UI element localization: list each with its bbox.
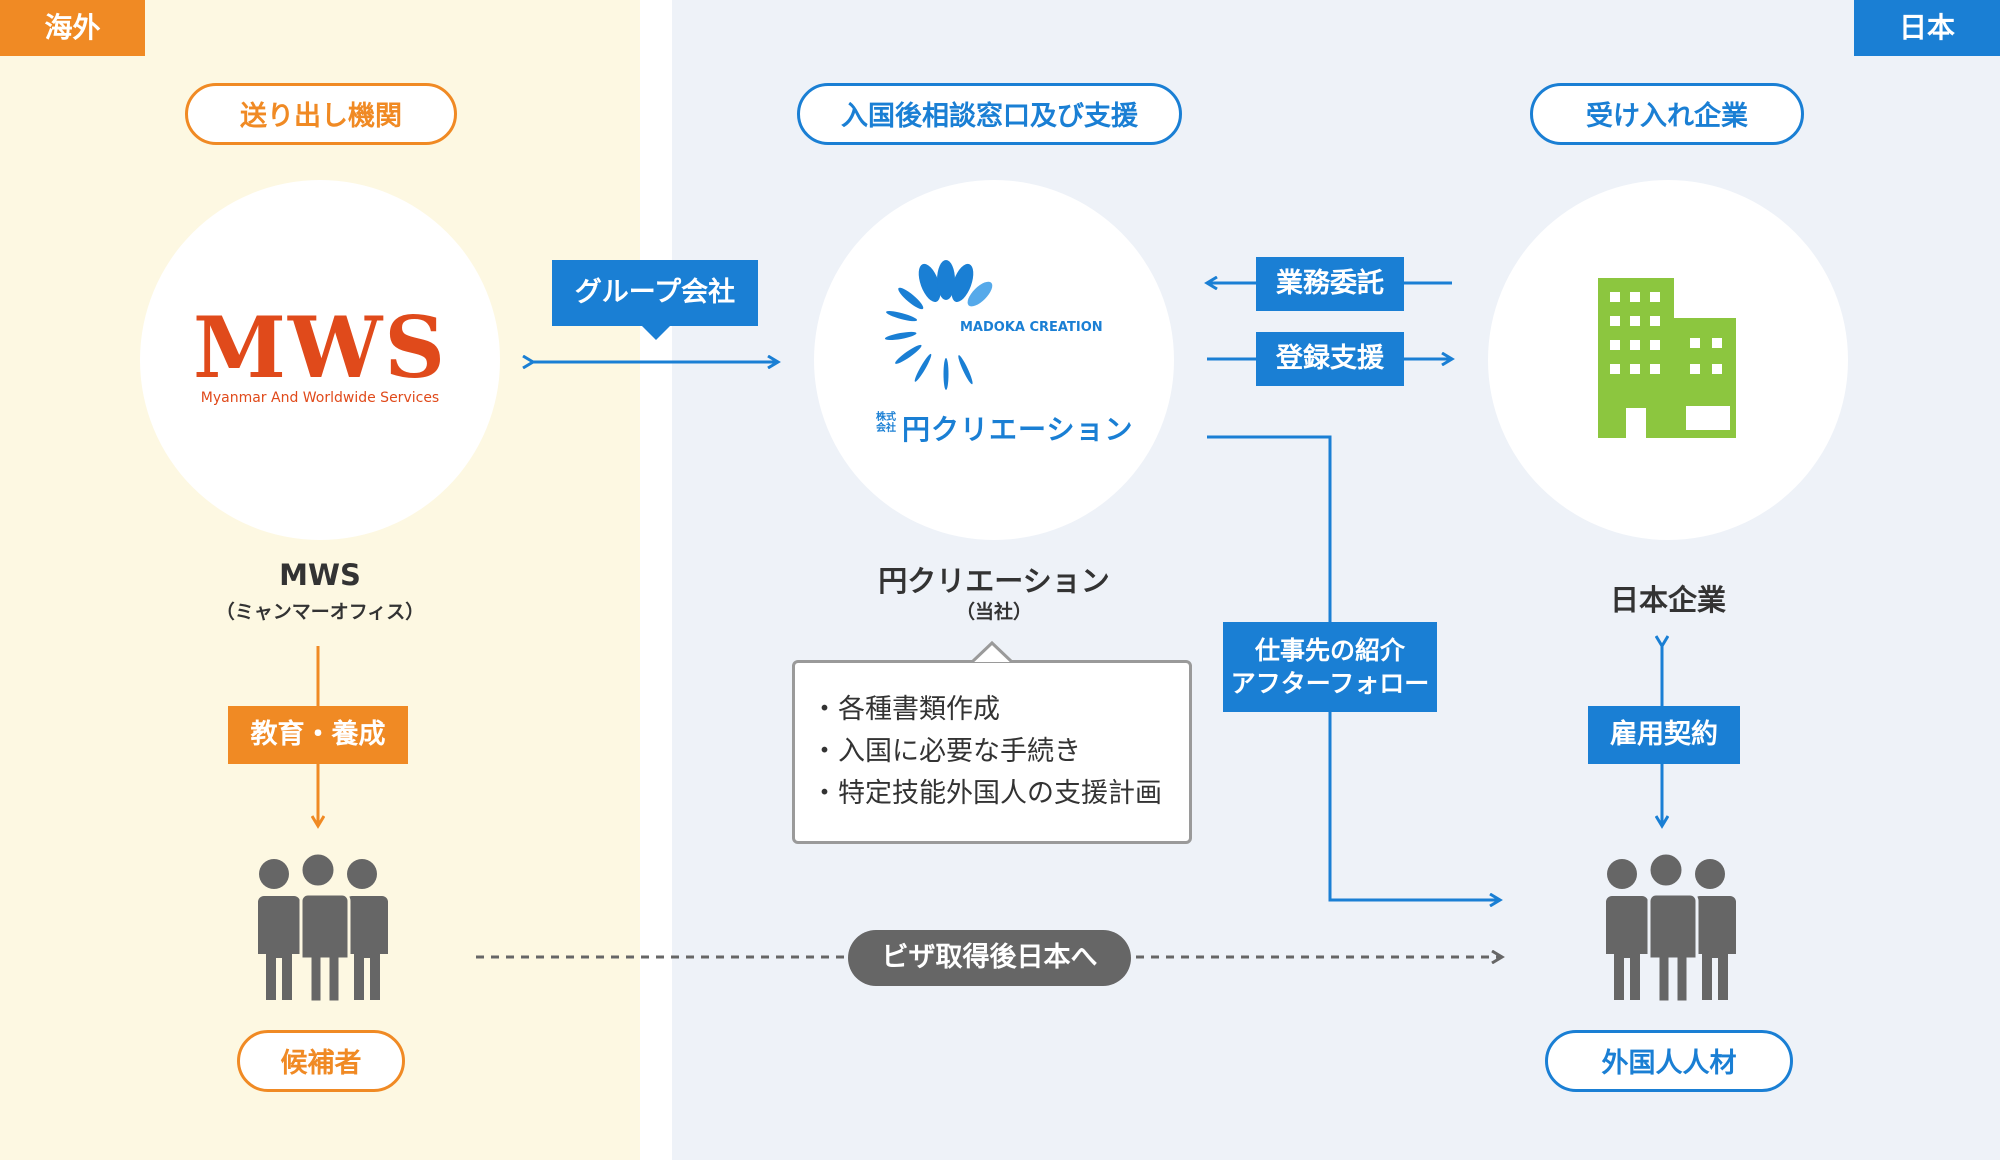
label-introduction: 仕事先の紹介 アフターフォロー	[1223, 622, 1437, 712]
madoka-logo-kaisha: 株式会社	[876, 412, 896, 434]
label-introduction-line1: 仕事先の紹介	[1254, 636, 1405, 665]
label-introduction-line2: アフターフォロー	[1230, 669, 1430, 698]
label-consign: 業務委託	[1256, 257, 1404, 311]
label-register: 登録支援	[1256, 332, 1404, 386]
notes-pointer	[970, 640, 1014, 664]
region-tag-overseas: 海外	[0, 0, 145, 56]
header-support: 入国後相談窓口及び支援	[797, 83, 1182, 145]
mws-logo-text: MWS	[193, 298, 447, 397]
company-name: 日本企業	[1609, 583, 1726, 617]
note-item: ・入国に必要な手続き	[811, 736, 1081, 767]
note-item: ・各種書類作成	[811, 694, 1000, 725]
label-group-company: グループ会社	[552, 260, 758, 326]
madoka-name: 円クリエーション	[878, 564, 1110, 598]
region-tag-japan: 日本	[1854, 0, 2000, 56]
pill-candidates: 候補者	[237, 1030, 405, 1092]
mws-subtitle: （ミャンマーオフィス）	[215, 601, 425, 623]
company-circle	[1488, 180, 1848, 540]
madoka-logo-circle: MADOKA CREATION 株式会社 円クリエーション	[814, 180, 1174, 540]
pill-foreign-talent: 外国人人材	[1545, 1030, 1793, 1092]
label-contract: 雇用契約	[1588, 706, 1740, 764]
madoka-logo-english: MADOKA CREATION	[960, 320, 1103, 335]
madoka-subtitle: （当社）	[955, 601, 1032, 623]
mws-logo-subtitle: Myanmar And Worldwide Services	[200, 390, 440, 406]
header-sending-org: 送り出し機関	[185, 83, 457, 145]
label-education: 教育・養成	[228, 706, 408, 764]
mws-name: MWS	[279, 558, 361, 592]
madoka-logo-japanese: 円クリエーション	[902, 413, 1134, 446]
label-visa: ビザ取得後日本へ	[848, 930, 1131, 986]
group-label-pointer	[640, 324, 672, 340]
foreign-talent-people-icon	[1602, 851, 1736, 1004]
building-icon	[1598, 278, 1736, 438]
support-notes: ・各種書類作成 ・入国に必要な手続き ・特定技能外国人の支援計画	[792, 660, 1192, 844]
header-receiving: 受け入れ企業	[1530, 83, 1804, 145]
note-item: ・特定技能外国人の支援計画	[811, 778, 1162, 809]
candidates-people-icon	[254, 851, 388, 1004]
mws-logo-circle: MWS Myanmar And Worldwide Services	[140, 180, 500, 540]
madoka-flower-icon	[884, 260, 993, 390]
